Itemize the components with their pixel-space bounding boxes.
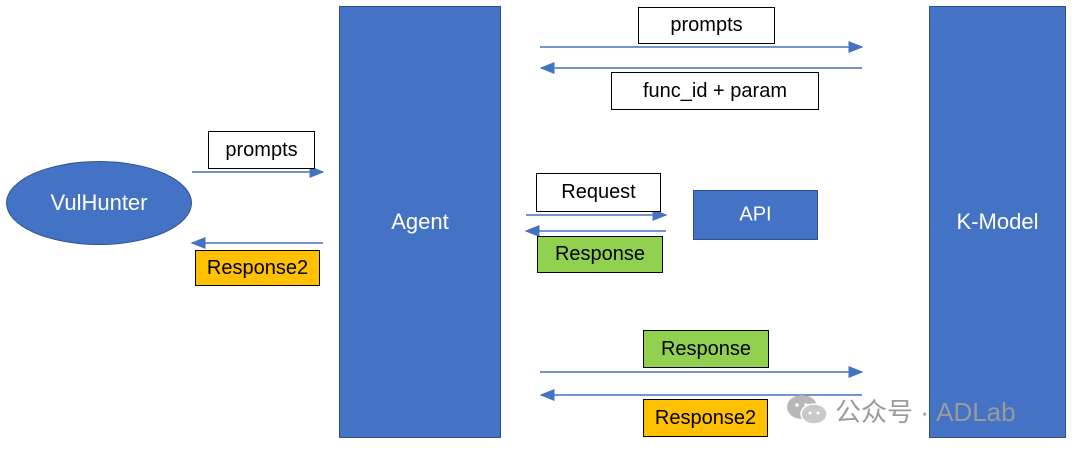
wechat-icon: [787, 395, 828, 425]
vulhunter-node: VulHunter: [6, 161, 192, 245]
label-request: Request: [536, 173, 661, 212]
kmodel-node: K-Model: [929, 6, 1066, 438]
label-func-id-param: func_id + param: [611, 72, 819, 110]
label-response-bottom: Response: [643, 330, 769, 368]
label-response2-left: Response2: [195, 250, 320, 286]
agent-label: Agent: [391, 209, 449, 234]
api-label: API: [739, 203, 772, 226]
agent-node: Agent: [339, 6, 501, 438]
kmodel-label: K-Model: [956, 209, 1039, 234]
watermark-text: 公众号 · ADLab: [835, 396, 1016, 427]
label-response2-bottom: Response2: [643, 399, 768, 437]
label-prompts-left: prompts: [208, 131, 315, 169]
label-response-api: Response: [537, 236, 663, 273]
watermark: 公众号 · ADLab: [785, 390, 1016, 430]
vulhunter-label: VulHunter: [50, 190, 148, 215]
api-node: API: [693, 190, 818, 240]
label-prompts-top: prompts: [638, 7, 775, 44]
